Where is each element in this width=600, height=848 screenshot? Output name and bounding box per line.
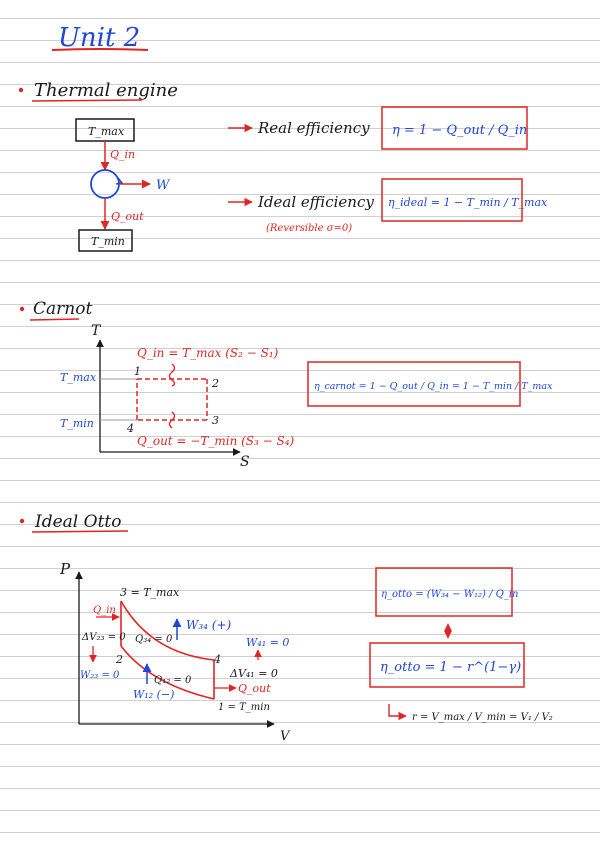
otto-q34: Q₃₄ = 0: [135, 634, 173, 645]
compression-ratio: r = V_max / V_min = V₁ / V₂: [412, 712, 553, 723]
carnot-efficiency-formula: η_carnot = 1 − Q_out / Q_in = 1 − T_min …: [314, 381, 553, 392]
cold-reservoir-label: T_min: [91, 235, 125, 248]
title-underline: [51, 48, 149, 51]
otto-q12: Q₁₂ = 0: [154, 675, 192, 686]
carnot-efficiency-box: [307, 361, 521, 407]
ts-x-axis-label: S: [240, 454, 250, 470]
otto-point-4: 4: [213, 653, 221, 666]
t-max-label: T_max: [60, 371, 97, 384]
carnot-point-3: 3: [212, 414, 219, 427]
bullet-icon: [19, 306, 25, 312]
real-efficiency-box: [381, 106, 528, 150]
heading-underline: [31, 530, 129, 533]
otto-point-1-label: 1 = T_min: [218, 702, 270, 713]
ideal-efficiency-box: [381, 178, 523, 222]
otto-compression-ratio-box: [369, 642, 525, 688]
carnot-point-1: 1: [134, 365, 141, 378]
hot-reservoir-label: T_max: [88, 125, 125, 138]
ratio-arrow: [388, 704, 407, 721]
t-min-label: T_min: [60, 417, 94, 430]
cycle-direction-icon: [115, 177, 124, 185]
carnot-point-2: 2: [211, 377, 219, 390]
pv-y-axis-label: P: [59, 560, 71, 578]
ideal-efficiency-label: Ideal efficiency: [257, 193, 374, 211]
otto-dv41: ΔV₄₁ = 0: [229, 667, 278, 680]
ts-y-axis-label: T: [91, 323, 102, 339]
engine-cycle-icon: [90, 169, 120, 199]
real-efficiency-formula: η = 1 − Q_out / Q_in: [392, 123, 527, 138]
otto-w41: W₄₁ = 0: [246, 636, 289, 649]
otto-w12: W₁₂ (−): [133, 688, 174, 701]
heading-underline: [29, 318, 80, 321]
carnot-heat-in: Q_in = T_max (S₂ − S₁): [137, 346, 279, 360]
carnot-point-4: 4: [126, 422, 134, 435]
otto-heat-in-label: Q_in: [93, 605, 116, 616]
cold-reservoir-box: [78, 229, 133, 252]
otto-efficiency-box: [375, 567, 513, 617]
otto-w34: W₃₄ (+): [186, 618, 232, 632]
page-title: Unit 2: [58, 23, 140, 53]
pv-x-axis-label: V: [280, 729, 291, 744]
otto-efficiency-formula-r: η_otto = 1 − r^(1−γ): [380, 660, 521, 675]
otto-w23: W₂₃ = 0: [80, 670, 120, 681]
bullet-icon: [19, 518, 25, 524]
section-heading-thermal: Thermal engine: [34, 80, 178, 101]
section-heading-carnot: Carnot: [33, 299, 92, 319]
heat-in-label: Q_in: [110, 148, 135, 161]
carnot-heat-out: Q_out = −T_min (S₃ − S₄): [137, 434, 295, 448]
otto-compression-curve-12: [120, 645, 215, 700]
otto-point-3-label: 3 = T_max: [120, 586, 180, 599]
otto-heat-out-label: Q_out: [238, 682, 271, 695]
otto-efficiency-formula: η_otto = (W₃₄ − W₁₂) / Q_in: [381, 589, 519, 600]
real-efficiency-label: Real efficiency: [257, 119, 370, 137]
ideal-efficiency-formula: η_ideal = 1 − T_min / T_max: [388, 196, 548, 209]
otto-expansion-curve-34: [120, 600, 215, 661]
section-heading-otto: Ideal Otto: [34, 512, 121, 532]
otto-dv23: ΔV₂₃ = 0: [81, 632, 126, 643]
heat-out-squiggle-icon: [168, 411, 176, 429]
heat-out-label: Q_out: [111, 210, 144, 223]
work-label: W: [156, 178, 171, 193]
heat-in-squiggle-icon: [168, 363, 176, 387]
bullet-icon: [18, 87, 24, 93]
reversible-note: (Reversible σ=0): [266, 223, 352, 234]
heading-underline: [31, 99, 143, 102]
otto-point-2: 2: [115, 653, 123, 666]
